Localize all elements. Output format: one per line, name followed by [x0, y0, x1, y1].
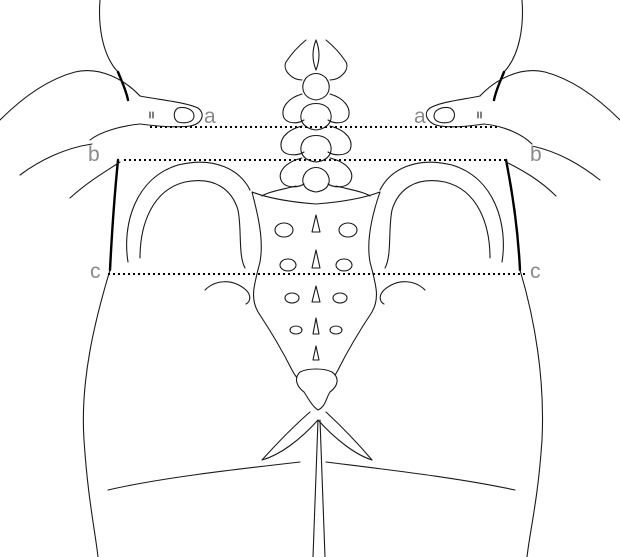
label-left-c: c: [90, 260, 101, 283]
label-right-b: b: [530, 143, 542, 166]
label-right-c: c: [530, 260, 541, 283]
sacrum-icon: [252, 192, 380, 410]
label-left-a: a: [204, 105, 216, 128]
right-hand-icon: [426, 71, 620, 196]
lumbar-spine-icon: [262, 40, 370, 196]
label-right-a: a: [414, 105, 426, 128]
left-hand-icon: [0, 71, 202, 198]
label-left-b: b: [88, 143, 100, 166]
